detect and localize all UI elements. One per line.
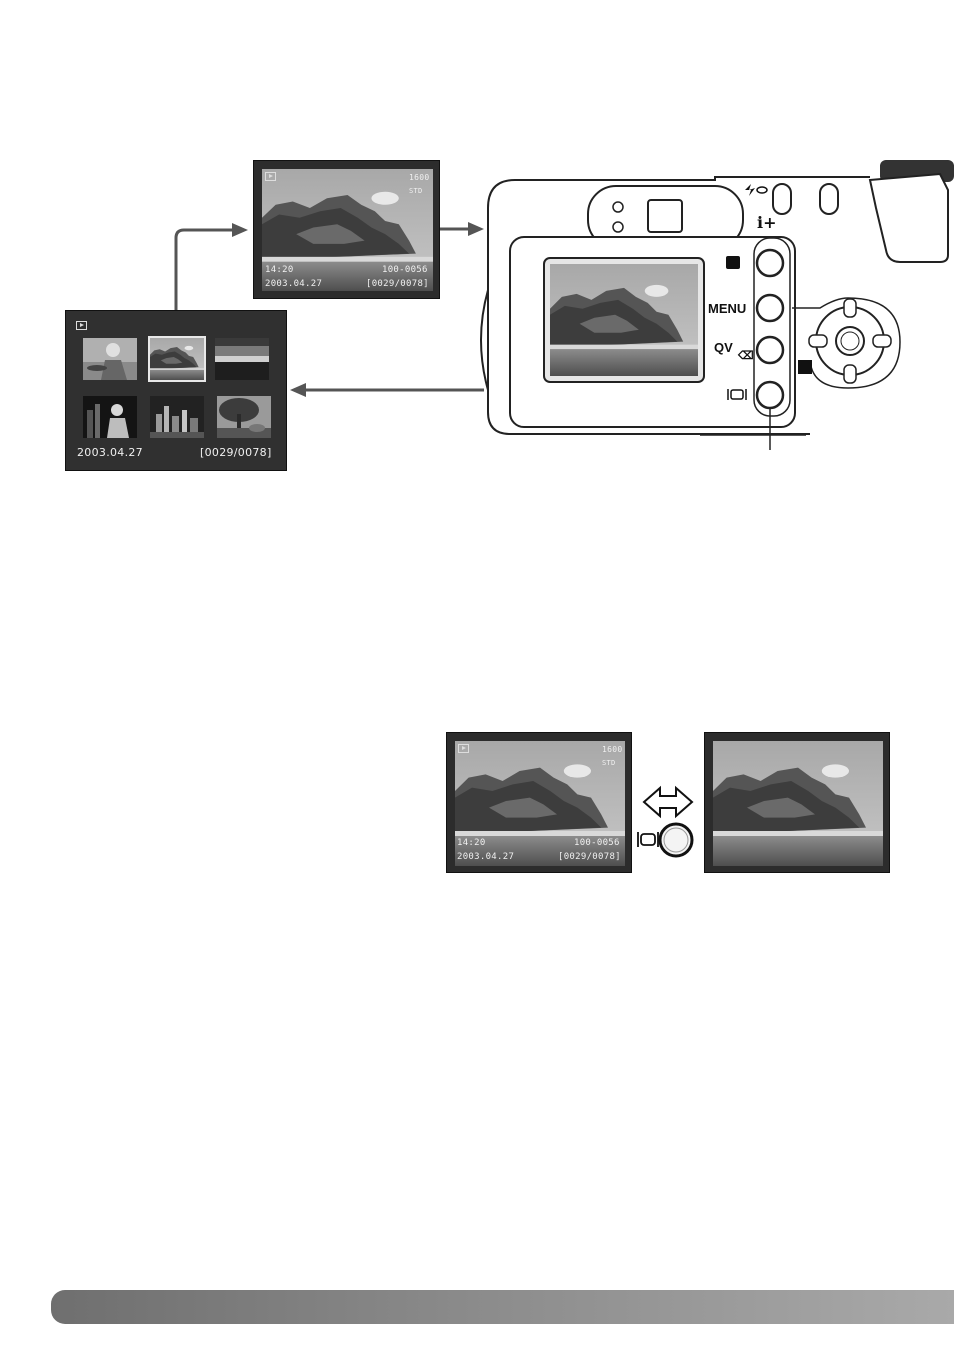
image-size: 1600 [602, 745, 622, 754]
capture-date: 2003.04.27 [457, 852, 514, 862]
display-toggle-button[interactable] [637, 820, 695, 860]
info-plus-label: i+ [757, 213, 776, 232]
rear-lcd-image [550, 264, 698, 376]
landscape-photo [713, 741, 883, 866]
viewfinder-window [648, 200, 682, 232]
redeye-eye-icon [757, 187, 767, 193]
frame-counter: [0029/0078] [558, 852, 621, 862]
display-button-circle [660, 824, 692, 856]
controller-right-key[interactable] [873, 335, 891, 347]
double-arrow-icon [640, 785, 696, 819]
camera-top-edge [515, 177, 870, 180]
controller-left-key[interactable] [809, 335, 827, 347]
qv-button-label: QV [714, 340, 733, 355]
arrow-head-up-right [232, 223, 248, 237]
controller-down-key[interactable] [844, 365, 856, 383]
indicator-lamp [613, 202, 623, 212]
trash-icon: ⌫ [738, 349, 754, 362]
eyecup [870, 174, 948, 262]
footer-bar [51, 1290, 954, 1324]
flash-redeye-icon [745, 184, 755, 196]
menu-button-label: MENU [708, 301, 746, 316]
controller-center-button[interactable] [836, 327, 864, 355]
qv-delete-button[interactable] [757, 337, 783, 363]
capture-time: 14:20 [457, 838, 486, 848]
file-number: 100-0056 [574, 838, 620, 848]
macro-icon [726, 256, 740, 269]
arrow-index-to-single [176, 230, 232, 310]
playback-icon [458, 744, 469, 753]
image-quality: STD [602, 759, 616, 767]
indicator-lamp [613, 222, 623, 232]
display-button[interactable] [757, 382, 783, 408]
display-image-only [704, 732, 890, 873]
arrow-head-left [290, 383, 306, 397]
menu-button[interactable] [757, 295, 783, 321]
camera-grip-curve [481, 290, 488, 390]
exposure-comp-icon [798, 360, 812, 374]
controller-up-key[interactable] [844, 299, 856, 317]
display-with-info: 1600 STD 14:20 100-0056 2003.04.27 [0029… [446, 732, 632, 873]
landscape-image [713, 741, 883, 866]
display-button-icon [641, 834, 655, 845]
flash-mode-button[interactable] [773, 184, 791, 214]
macro-button[interactable] [757, 250, 783, 276]
self-timer-button[interactable] [820, 184, 838, 214]
